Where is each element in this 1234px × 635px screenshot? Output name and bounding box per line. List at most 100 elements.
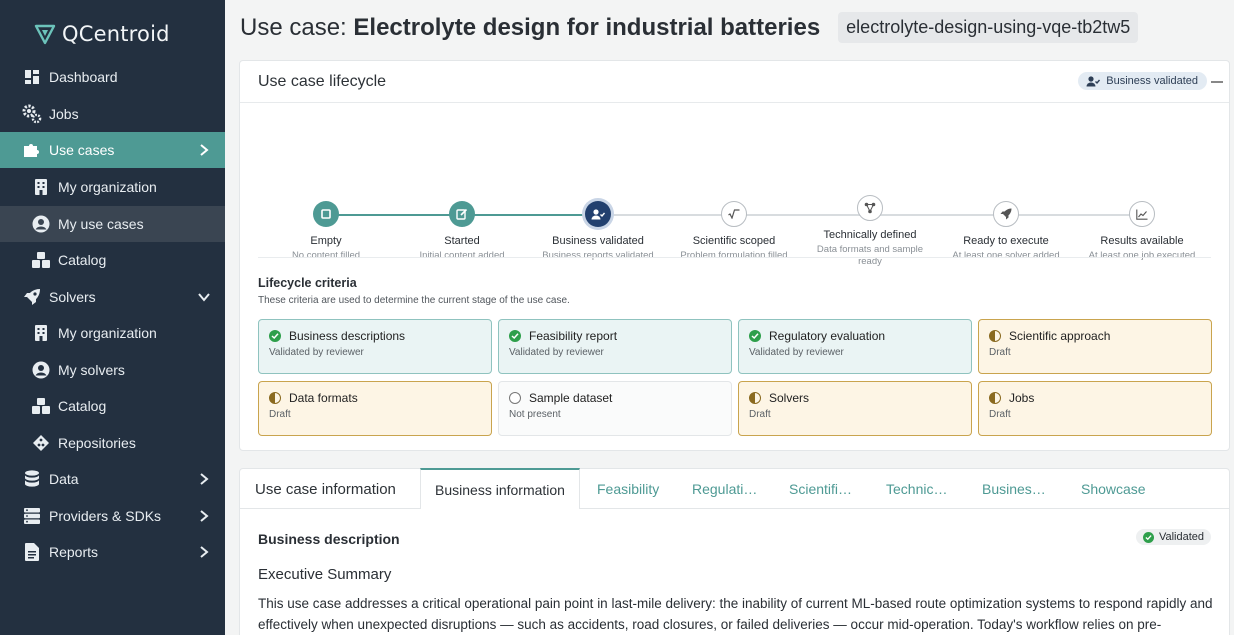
user-check-icon — [1086, 75, 1101, 86]
sidebar-item-reports[interactable]: Reports — [0, 534, 225, 570]
diamond-icon — [31, 433, 51, 453]
sidebar-item-use-cases[interactable]: Use cases — [0, 132, 225, 168]
tab-business[interactable]: Busines… — [982, 481, 1046, 497]
criterion-regulatory-evaluation[interactable]: Regulatory evaluation Validated by revie… — [738, 319, 972, 374]
sidebar-item-solvers-catalog[interactable]: Catalog — [0, 388, 225, 424]
cubes-icon — [31, 250, 51, 270]
sidebar-item-label: Reports — [49, 544, 99, 560]
building-icon — [31, 177, 51, 197]
divider — [258, 257, 1211, 258]
sidebar-item-data[interactable]: Data — [0, 461, 225, 497]
sidebar-item-label: My organization — [58, 179, 157, 195]
criterion-scientific-approach[interactable]: Scientific approach Draft — [978, 319, 1212, 374]
status-badge-label: Business validated — [1106, 75, 1198, 87]
validated-badge: Validated — [1135, 529, 1211, 545]
check-circle-icon — [749, 330, 761, 342]
line-chart-icon — [1136, 209, 1148, 220]
sidebar-item-solvers[interactable]: Solvers — [0, 279, 225, 315]
main-content: Use case: Electrolyte design for industr… — [225, 0, 1234, 635]
step-subtitle: Initial content added — [419, 250, 505, 261]
sidebar-item-repositories[interactable]: Repositories — [0, 425, 225, 461]
criterion-sample-dataset[interactable]: Sample dataset Not present — [498, 381, 732, 436]
sidebar-item-label: Jobs — [49, 106, 79, 122]
sidebar-item-solvers-my-organization[interactable]: My organization — [0, 315, 225, 351]
validated-badge-label: Validated — [1158, 531, 1204, 543]
chevron-right-icon — [197, 509, 211, 523]
sidebar-item-label: Catalog — [58, 398, 107, 414]
sidebar-item-label: Solvers — [49, 289, 96, 305]
lifecycle-card-header: Use case lifecycle Business validated — [240, 61, 1229, 103]
sidebar-item-label: Repositories — [58, 435, 136, 451]
building-icon — [31, 323, 51, 343]
criterion-status: Not present — [509, 409, 561, 420]
cubes-icon — [31, 396, 51, 416]
app-logo[interactable]: QCentroid — [0, 0, 225, 56]
step-subtitle: No content filled — [291, 250, 361, 261]
info-section-label: Use case information — [255, 480, 396, 498]
sidebar-item-label: Use cases — [49, 142, 115, 158]
sidebar-item-my-use-cases[interactable]: My use cases — [0, 206, 225, 242]
tab-showcase[interactable]: Showcase — [1081, 481, 1146, 497]
tab-scientific[interactable]: Scientifi… — [789, 481, 853, 497]
info-tabs: Use case information Business informatio… — [240, 468, 1229, 509]
sidebar-item-jobs[interactable]: Jobs — [0, 96, 225, 132]
chevron-right-icon — [197, 545, 211, 559]
step-circle — [313, 201, 339, 227]
step-title: Started — [444, 235, 480, 247]
criterion-title: Scientific approach — [1009, 329, 1111, 343]
step-circle — [449, 201, 475, 227]
step-subtitle: Problem formulation filled — [680, 250, 788, 261]
executive-summary-text: This use case addresses a critical opera… — [258, 596, 1213, 632]
page-title-prefix: Use case: — [240, 13, 354, 41]
criterion-title: Jobs — [1009, 391, 1035, 405]
edit-icon — [456, 208, 468, 220]
criterion-business-descriptions[interactable]: Business descriptions Validated by revie… — [258, 319, 492, 374]
sidebar-item-label: My use cases — [58, 216, 144, 232]
criterion-feasibility-report[interactable]: Feasibility report Validated by reviewer — [498, 319, 732, 374]
step-title: Empty — [310, 235, 342, 247]
step-title: Ready to execute — [963, 235, 1049, 247]
step-subtitle: Business reports validated — [542, 250, 654, 261]
criterion-data-formats[interactable]: Data formats Draft — [258, 381, 492, 436]
criterion-title: Data formats — [289, 391, 358, 405]
sidebar-item-providers-sdks[interactable]: Providers & SDKs — [0, 498, 225, 534]
check-circle-icon — [1142, 531, 1154, 543]
sidebar-item-dashboard[interactable]: Dashboard — [0, 59, 225, 95]
step-ready-to-execute: Ready to execute At least one solver add… — [926, 201, 1086, 262]
lifecycle-card: Use case lifecycle Business validated Em… — [239, 60, 1230, 451]
sidebar-item-label: Dashboard — [49, 69, 118, 85]
half-circle-icon — [749, 392, 761, 404]
user-circle-icon — [31, 214, 51, 234]
check-circle-icon — [509, 330, 521, 342]
tab-technical[interactable]: Technic… — [886, 481, 948, 497]
criterion-title: Regulatory evaluation — [769, 329, 886, 343]
criterion-status: Draft — [989, 347, 1011, 358]
sidebar-item-label: Catalog — [58, 252, 107, 268]
empty-circle-icon — [509, 392, 521, 404]
tab-feasibility[interactable]: Feasibility — [597, 481, 660, 497]
criteria-title: Lifecycle criteria — [258, 276, 357, 290]
logo-icon — [34, 24, 56, 45]
tab-regulatory[interactable]: Regulati… — [692, 481, 758, 497]
sidebar-item-my-organization[interactable]: My organization — [0, 169, 225, 205]
criterion-solvers[interactable]: Solvers Draft — [738, 381, 972, 436]
half-circle-icon — [989, 330, 1001, 342]
criterion-status: Draft — [749, 409, 771, 420]
sidebar-item-label: Providers & SDKs — [49, 508, 162, 524]
collapse-icon[interactable] — [1211, 81, 1223, 83]
sidebar-item-label: My organization — [58, 325, 157, 341]
step-circle — [1129, 201, 1155, 227]
step-circle — [993, 201, 1019, 227]
square-icon — [321, 209, 331, 219]
sidebar-item-catalog[interactable]: Catalog — [0, 242, 225, 278]
sidebar-item-my-solvers[interactable]: My solvers — [0, 352, 225, 388]
document-icon — [22, 542, 42, 562]
lifecycle-title: Use case lifecycle — [258, 72, 387, 90]
criterion-title: Solvers — [769, 391, 810, 405]
criterion-title: Sample dataset — [529, 391, 613, 405]
criterion-jobs[interactable]: Jobs Draft — [978, 381, 1212, 436]
criteria-description: These criteria are used to determine the… — [258, 295, 570, 306]
criterion-status: Validated by reviewer — [749, 347, 844, 358]
tab-business-information[interactable]: Business information — [420, 468, 580, 509]
step-subtitle: At least one job executed — [1088, 250, 1196, 261]
